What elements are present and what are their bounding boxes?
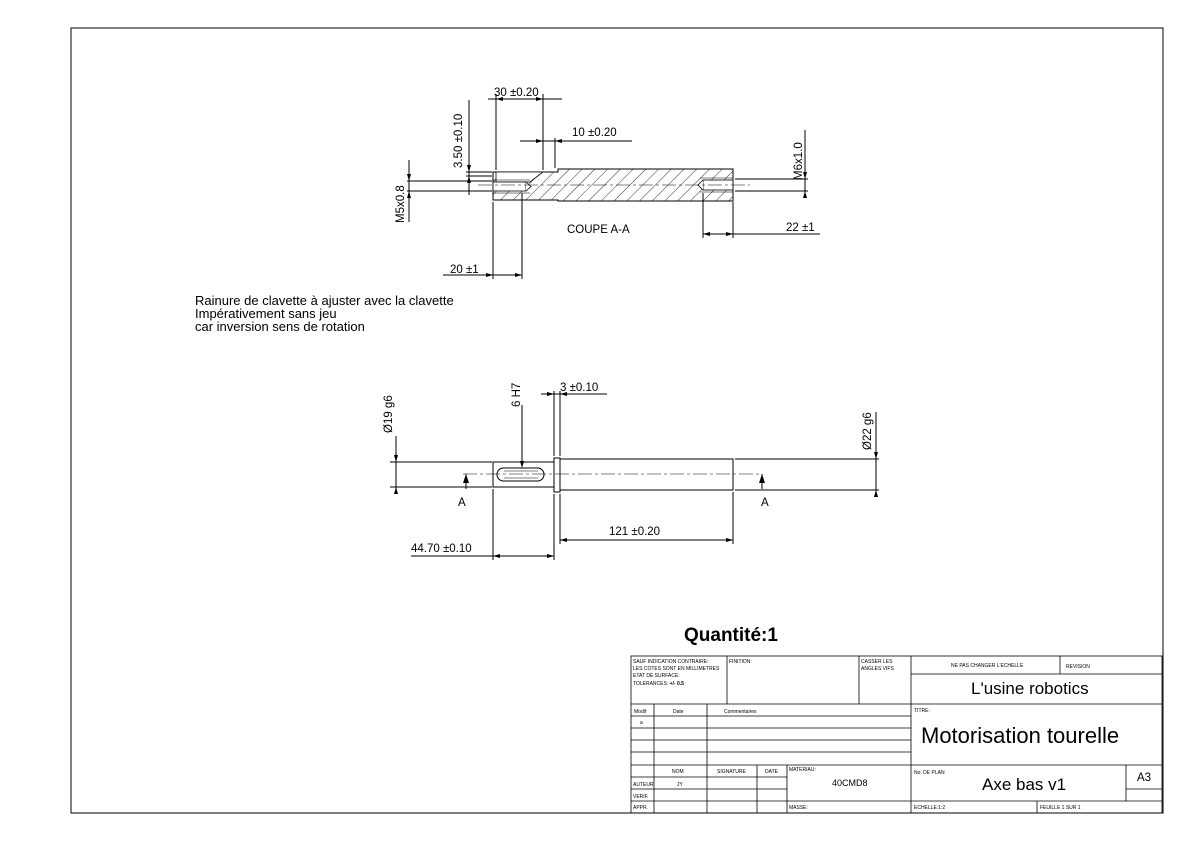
person-header-signature: SIGNATURE (717, 769, 746, 775)
dim-length-44: 44.70 ±0.10 (411, 543, 472, 555)
dim-length-121: 121 ±0.20 (609, 526, 660, 538)
section-mark-right: A (761, 497, 769, 509)
verified-label: VERIF. (633, 794, 649, 800)
plan-value: Axe bas v1 (982, 775, 1066, 794)
title-block (630, 655, 1163, 814)
drawing-title: Motorisation tourelle (921, 723, 1119, 748)
tolerance-label: TOLERANCES: (633, 681, 670, 687)
title-label: TITRE: (914, 708, 930, 714)
main-arrows (394, 392, 878, 558)
section-arrows (407, 97, 807, 277)
dim-thread-left: M5x0.8 (395, 185, 407, 223)
rev-header-comments: Commentaires (724, 709, 757, 715)
author-label: AUTEUR (633, 782, 654, 788)
person-header-name: NOM (672, 769, 684, 775)
note-line-1: Rainure de clavette à ajuster avec la cl… (195, 293, 454, 308)
material-label: MATERIAU: (789, 767, 816, 773)
dim-key-depth: 3.50 ±0.10 (453, 114, 465, 168)
dim-depth-right: 22 ±1 (786, 222, 815, 234)
dim-key-width: 6 H7 (511, 383, 523, 407)
scale-note: NE PAS CHANGER L'ECHELLE (951, 663, 1024, 669)
shaft-outline (492, 457, 734, 493)
edges-label-1: CASSER LES (861, 659, 893, 665)
dim-shoulder: 3 ±0.10 (560, 382, 598, 394)
author-value: JY (677, 782, 684, 788)
revision-label: REVISION (1066, 664, 1090, 670)
sheet-label: FEUILLE 1 SUR 1 (1040, 805, 1081, 811)
plan-label: No. DE PLAN (914, 770, 945, 776)
dim-thread-right: M6x1.0 (793, 142, 805, 180)
left-hole (492, 181, 527, 192)
keyway-cut (495, 171, 545, 183)
person-header-date: DATE (765, 769, 779, 775)
rev-first-row: a (640, 720, 643, 726)
dim-diameter-22: Ø22 g6 (862, 412, 874, 450)
quantity-label: Quantité:1 (684, 625, 778, 646)
edges-label-2: ANGLES VIFS (861, 666, 894, 672)
sheet-border (70, 27, 1164, 814)
company-name: L'usine robotics (971, 679, 1089, 698)
general-note-1: SAUF INDICATION CONTRAIRE: (633, 659, 708, 665)
keyway-slot (496, 467, 545, 482)
dim-keyway-length: 30 ±0.20 (494, 87, 539, 99)
scale-label: ECHELLE:1:2 (914, 805, 945, 811)
note-line-3: car inversion sens de rotation (195, 319, 365, 334)
material-value: 40CMD8 (832, 778, 868, 788)
dim-key-offset: 10 ±0.20 (572, 127, 617, 139)
section-title: COUPE A-A (567, 224, 630, 236)
dim-depth-left: 20 ±1 (450, 264, 479, 276)
section-view (407, 94, 820, 279)
general-note-2: LES COTES SONT EN MILLIMETRES (633, 666, 720, 672)
format-value: A3 (1137, 772, 1151, 784)
general-note-3: ETAT DE SURFACE: (633, 673, 680, 679)
tolerance-value: +/- 0.5 (670, 681, 685, 687)
general-note-4: TOLERANCES: +/- 0.5 (633, 681, 684, 687)
section-mark-left: A (458, 497, 466, 509)
rev-header-date: Date (673, 709, 684, 715)
mass-label: MASSE: (789, 805, 808, 811)
approved-label: APPR. (633, 805, 648, 811)
note-line-2: Impérativement sans jeu (195, 306, 337, 321)
dim-diameter-19: Ø19 g6 (383, 395, 395, 433)
rev-header-modif: Modif (634, 709, 647, 715)
finish-label: FINITION: (729, 659, 752, 665)
